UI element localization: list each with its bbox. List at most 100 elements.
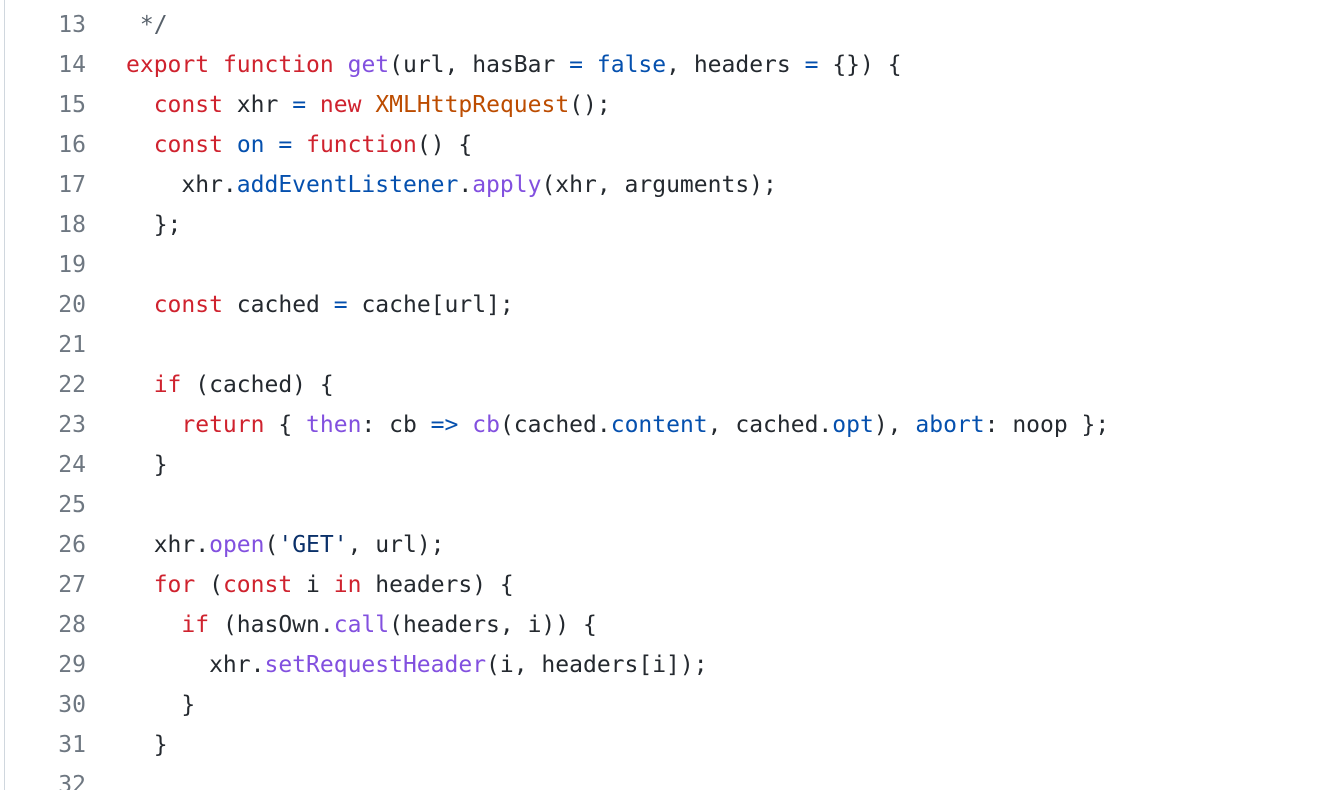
line-code[interactable]: if (cached) { xyxy=(86,372,334,398)
line-number[interactable]: 17 xyxy=(58,172,86,198)
code-token: ( xyxy=(195,572,223,598)
code-token: xhr. xyxy=(126,532,210,558)
code-token: => xyxy=(430,412,459,438)
code-line: 20 const cached = cache[url]; xyxy=(0,285,1322,325)
code-token: , headers xyxy=(666,52,805,78)
code-token: then xyxy=(306,412,362,438)
code-token: const xyxy=(153,92,223,118)
code-token: = xyxy=(569,52,584,78)
line-number[interactable]: 13 xyxy=(58,12,86,38)
code-token: . xyxy=(458,172,473,198)
line-number[interactable]: 20 xyxy=(58,292,86,318)
code-token: ), xyxy=(873,412,916,438)
code-token: xhr xyxy=(222,92,293,118)
code-token: opt xyxy=(832,412,874,438)
line-number[interactable]: 19 xyxy=(58,252,86,278)
code-line: 18 }; xyxy=(0,205,1322,245)
code-token: i xyxy=(292,572,334,598)
code-token: (headers, i)) { xyxy=(389,612,597,638)
code-token xyxy=(458,412,472,438)
line-code[interactable]: */ xyxy=(86,12,168,38)
code-token: 'GET' xyxy=(278,532,348,558)
code-token xyxy=(583,52,597,78)
code-token: } xyxy=(126,732,168,758)
line-code[interactable]: for (const i in headers) { xyxy=(86,572,514,598)
code-token: cb xyxy=(472,412,500,438)
code-line: 28 if (hasOwn.call(headers, i)) { xyxy=(0,605,1322,645)
line-code[interactable]: if (hasOwn.call(headers, i)) { xyxy=(86,612,597,638)
line-code[interactable]: } xyxy=(86,732,168,758)
line-code[interactable]: }; xyxy=(86,212,182,238)
code-token: addEventListener xyxy=(236,172,459,198)
code-line: 26 xhr.open('GET', url); xyxy=(0,525,1322,565)
code-token: {}) { xyxy=(818,52,902,78)
line-number[interactable]: 16 xyxy=(58,132,86,158)
line-code[interactable]: const on = function() { xyxy=(86,132,473,158)
code-token: for xyxy=(153,572,196,598)
line-number[interactable]: 23 xyxy=(58,412,86,438)
code-line: 16 const on = function() { xyxy=(0,125,1322,165)
line-number[interactable]: 28 xyxy=(58,612,86,638)
line-code[interactable]: xhr.open('GET', url); xyxy=(86,532,445,558)
code-token xyxy=(126,292,154,318)
code-line: 17 xhr.addEventListener.apply(xhr, argum… xyxy=(0,165,1322,205)
code-token xyxy=(334,52,348,78)
code-token: if xyxy=(181,612,210,638)
code-token: xhr. xyxy=(126,652,265,678)
code-token: () { xyxy=(416,132,473,158)
line-number[interactable]: 32 xyxy=(58,772,86,790)
code-token: return xyxy=(181,412,265,438)
line-number[interactable]: 29 xyxy=(58,652,86,678)
line-number[interactable]: 22 xyxy=(58,372,86,398)
line-number[interactable]: 25 xyxy=(58,492,86,518)
line-number[interactable]: 15 xyxy=(58,92,86,118)
code-line: 31 } xyxy=(0,725,1322,765)
code-token: { xyxy=(264,412,307,438)
code-token: new xyxy=(319,92,362,118)
line-number[interactable]: 21 xyxy=(58,332,86,358)
line-code[interactable]: const xhr = new XMLHttpRequest(); xyxy=(86,92,611,118)
code-token xyxy=(126,132,154,158)
code-line: 32 xyxy=(0,765,1322,790)
line-code[interactable]: xhr.addEventListener.apply(xhr, argument… xyxy=(86,172,777,198)
code-token: }; xyxy=(126,212,182,238)
code-line: 22 if (cached) { xyxy=(0,365,1322,405)
code-token: : noop }; xyxy=(984,412,1110,438)
code-line: 24 } xyxy=(0,445,1322,485)
code-token: ( xyxy=(264,532,279,558)
code-token: XMLHttpRequest xyxy=(375,92,570,118)
code-token: headers) { xyxy=(361,572,514,598)
code-token: (); xyxy=(569,92,611,118)
code-token: cached xyxy=(222,292,334,318)
line-code[interactable]: } xyxy=(86,692,195,718)
line-number[interactable]: 24 xyxy=(58,452,86,478)
code-line: 30 } xyxy=(0,685,1322,725)
line-number[interactable]: 27 xyxy=(58,572,86,598)
code-token: on xyxy=(236,132,265,158)
code-token xyxy=(209,52,223,78)
code-token: (xhr, arguments); xyxy=(541,172,777,198)
code-token: in xyxy=(333,572,362,598)
code-token: if xyxy=(153,372,182,398)
code-token: } xyxy=(126,452,168,478)
line-code[interactable]: export function get(url, hasBar = false,… xyxy=(86,52,902,78)
line-code[interactable]: } xyxy=(86,452,168,478)
code-token xyxy=(126,372,154,398)
code-token: , cached. xyxy=(707,412,833,438)
code-token: = xyxy=(804,52,819,78)
line-number[interactable]: 31 xyxy=(58,732,86,758)
line-code[interactable]: const cached = cache[url]; xyxy=(86,292,514,318)
line-number[interactable]: 26 xyxy=(58,532,86,558)
code-token xyxy=(265,132,279,158)
line-number[interactable]: 18 xyxy=(58,212,86,238)
code-token: */ xyxy=(126,12,168,38)
code-token xyxy=(126,92,154,118)
line-number[interactable]: 14 xyxy=(58,52,86,78)
line-code[interactable]: return { then: cb => cb(cached.content, … xyxy=(86,412,1109,438)
line-number[interactable]: 30 xyxy=(58,692,86,718)
line-code[interactable]: xhr.setRequestHeader(i, headers[i]); xyxy=(86,652,708,678)
code-token: open xyxy=(209,532,265,558)
